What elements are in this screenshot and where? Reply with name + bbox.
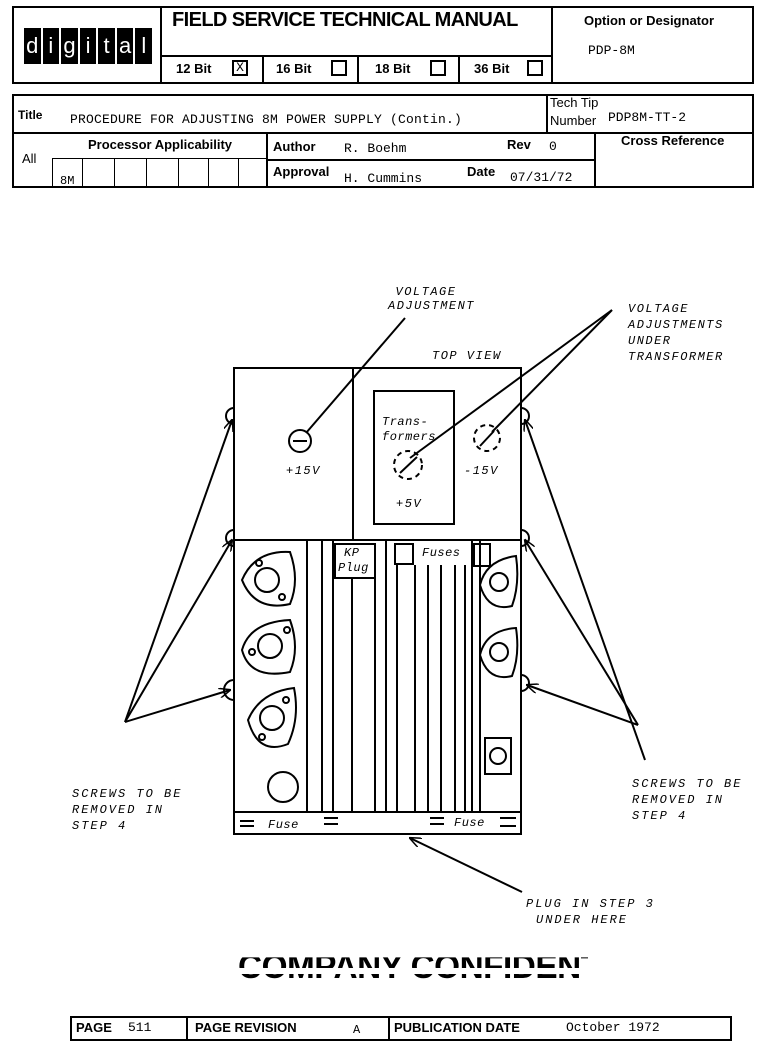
transistor-left-2 [240,618,296,675]
fuse-label-right: Fuse [454,816,485,830]
capacitor-left [267,771,299,803]
footer-bar [70,1016,732,1041]
bit-cell-divider [262,55,264,84]
top-view-label: TOP VIEW [432,349,502,363]
screw-right-3 [520,674,530,692]
author-label: Author [273,139,316,154]
transformer-label: Trans- formers [382,415,436,444]
processor-label: Processor Applicability [88,137,233,152]
bit-cell-divider [357,55,359,84]
fuse-label-left: Fuse [268,818,299,832]
header-block [12,6,754,84]
arrow-screw-right-3 [527,685,639,726]
bit-18-label: 18 Bit [375,61,411,76]
bit-36-label: 36 Bit [474,61,510,76]
callout-adjust-minus15v [491,309,613,433]
logo-letter-box: l [135,28,153,64]
voltage-adjustment-label: VOLTAGE ADJUSTMENT [388,285,476,313]
author-value: R. Boehm [344,141,407,156]
company-confidential-watermark: COMPANY CONFIDENTIAL [238,950,588,994]
bit-36-checkbox[interactable] [527,60,543,76]
logo-letter-box: i [42,28,60,64]
header-option-divider [551,6,553,84]
adjust-15v-circle [288,429,312,453]
arrow-plug [410,838,523,893]
approval-label: Approval [273,164,330,179]
info-techtip-divider [546,94,548,134]
page-label: PAGE [76,1020,112,1035]
arrow-screw-left-2 [124,540,232,723]
component-square [484,737,512,775]
option-label: Option or Designator [584,13,714,28]
bit-cell-divider [458,55,460,84]
tech-tip-label: Tech Tip [550,95,599,110]
publication-date-label: PUBLICATION DATE [394,1020,520,1035]
transistor-left-3 [246,686,297,748]
bit-16-label: 16 Bit [276,61,312,76]
logo-letter-box: g [61,28,78,64]
logo-letter-box: t [98,28,115,64]
manual-title: FIELD SERVICE TECHNICAL MANUAL [172,9,518,31]
approval-value: H. Cummins [344,171,423,186]
callout-voltage-adjustment [305,317,406,434]
bit-16-checkbox[interactable] [331,60,347,76]
bit-18-checkbox[interactable] [430,60,446,76]
logo-letter-box: i [79,28,97,64]
transistor-right-2 [478,626,519,678]
footer-divider [186,1016,188,1041]
title-value: PROCEDURE FOR ADJUSTING 8M POWER SUPPLY … [70,112,463,127]
page-revision-label: PAGE REVISION [195,1020,297,1035]
option-value: PDP-8M [588,43,635,58]
adjust-minus15v-circle [473,424,501,452]
title-label: Title [18,108,43,122]
adjust-5v-circle [393,450,423,480]
rev-label: Rev [507,137,531,152]
screws-left-label: SCREWS TO BE REMOVED IN STEP 4 [72,787,183,833]
fuses-label: Fuses [422,546,461,560]
chassis-outline [233,367,522,835]
info-block [12,94,754,188]
arrow-screw-right-1 [525,420,646,761]
callout-adjust-5v [409,309,613,459]
plus5v-label: +5V [396,497,423,511]
info-approval-divider [266,159,596,161]
kp-plug-label: KP Plug [338,546,369,575]
publication-date-value: October 1972 [566,1020,660,1035]
page-value: 511 [128,1020,152,1035]
date-label: Date [467,164,496,179]
logo-letter-box: a [116,28,134,64]
processor-columns [52,158,266,188]
cross-ref-label: Cross Reference [621,133,725,148]
logo-letter-box: d [24,28,41,64]
header-logo-divider [160,6,162,84]
bit-12-label: 12 Bit [176,61,212,76]
transistor-right-1 [478,554,519,608]
bit-12-checkbox[interactable]: X [232,60,248,76]
arrow-screw-left-3 [124,690,230,723]
plug-note-label: PLUG IN STEP 3 UNDER HERE [526,897,655,927]
arrow-screw-right-2 [525,540,639,726]
rev-value: 0 [549,139,557,154]
number-label: Number [550,113,597,128]
processor-value: 8M [60,174,75,188]
transformer-box [373,390,455,525]
transistor-left-1 [240,550,296,607]
screw-left-1 [225,407,235,425]
header-bit-row-divider [160,55,553,57]
minus15v-label: -15V [464,464,499,478]
footer-divider [388,1016,390,1041]
voltage-adjustments-under-label: VOLTAGE ADJUSTMENTS UNDER TRANSFORMER [628,302,724,364]
kp-plug-box [334,543,376,579]
date-value: 07/31/72 [510,170,573,185]
screws-right-label: SCREWS TO BE REMOVED IN STEP 4 [632,777,743,823]
arrow-screw-left-1 [124,420,232,723]
plus15v-label: +15V [286,464,321,478]
page-revision-value: A [353,1023,361,1037]
info-row-divider [12,132,754,134]
all-label: All [22,151,37,166]
number-value: PDP8M-TT-2 [608,110,687,125]
